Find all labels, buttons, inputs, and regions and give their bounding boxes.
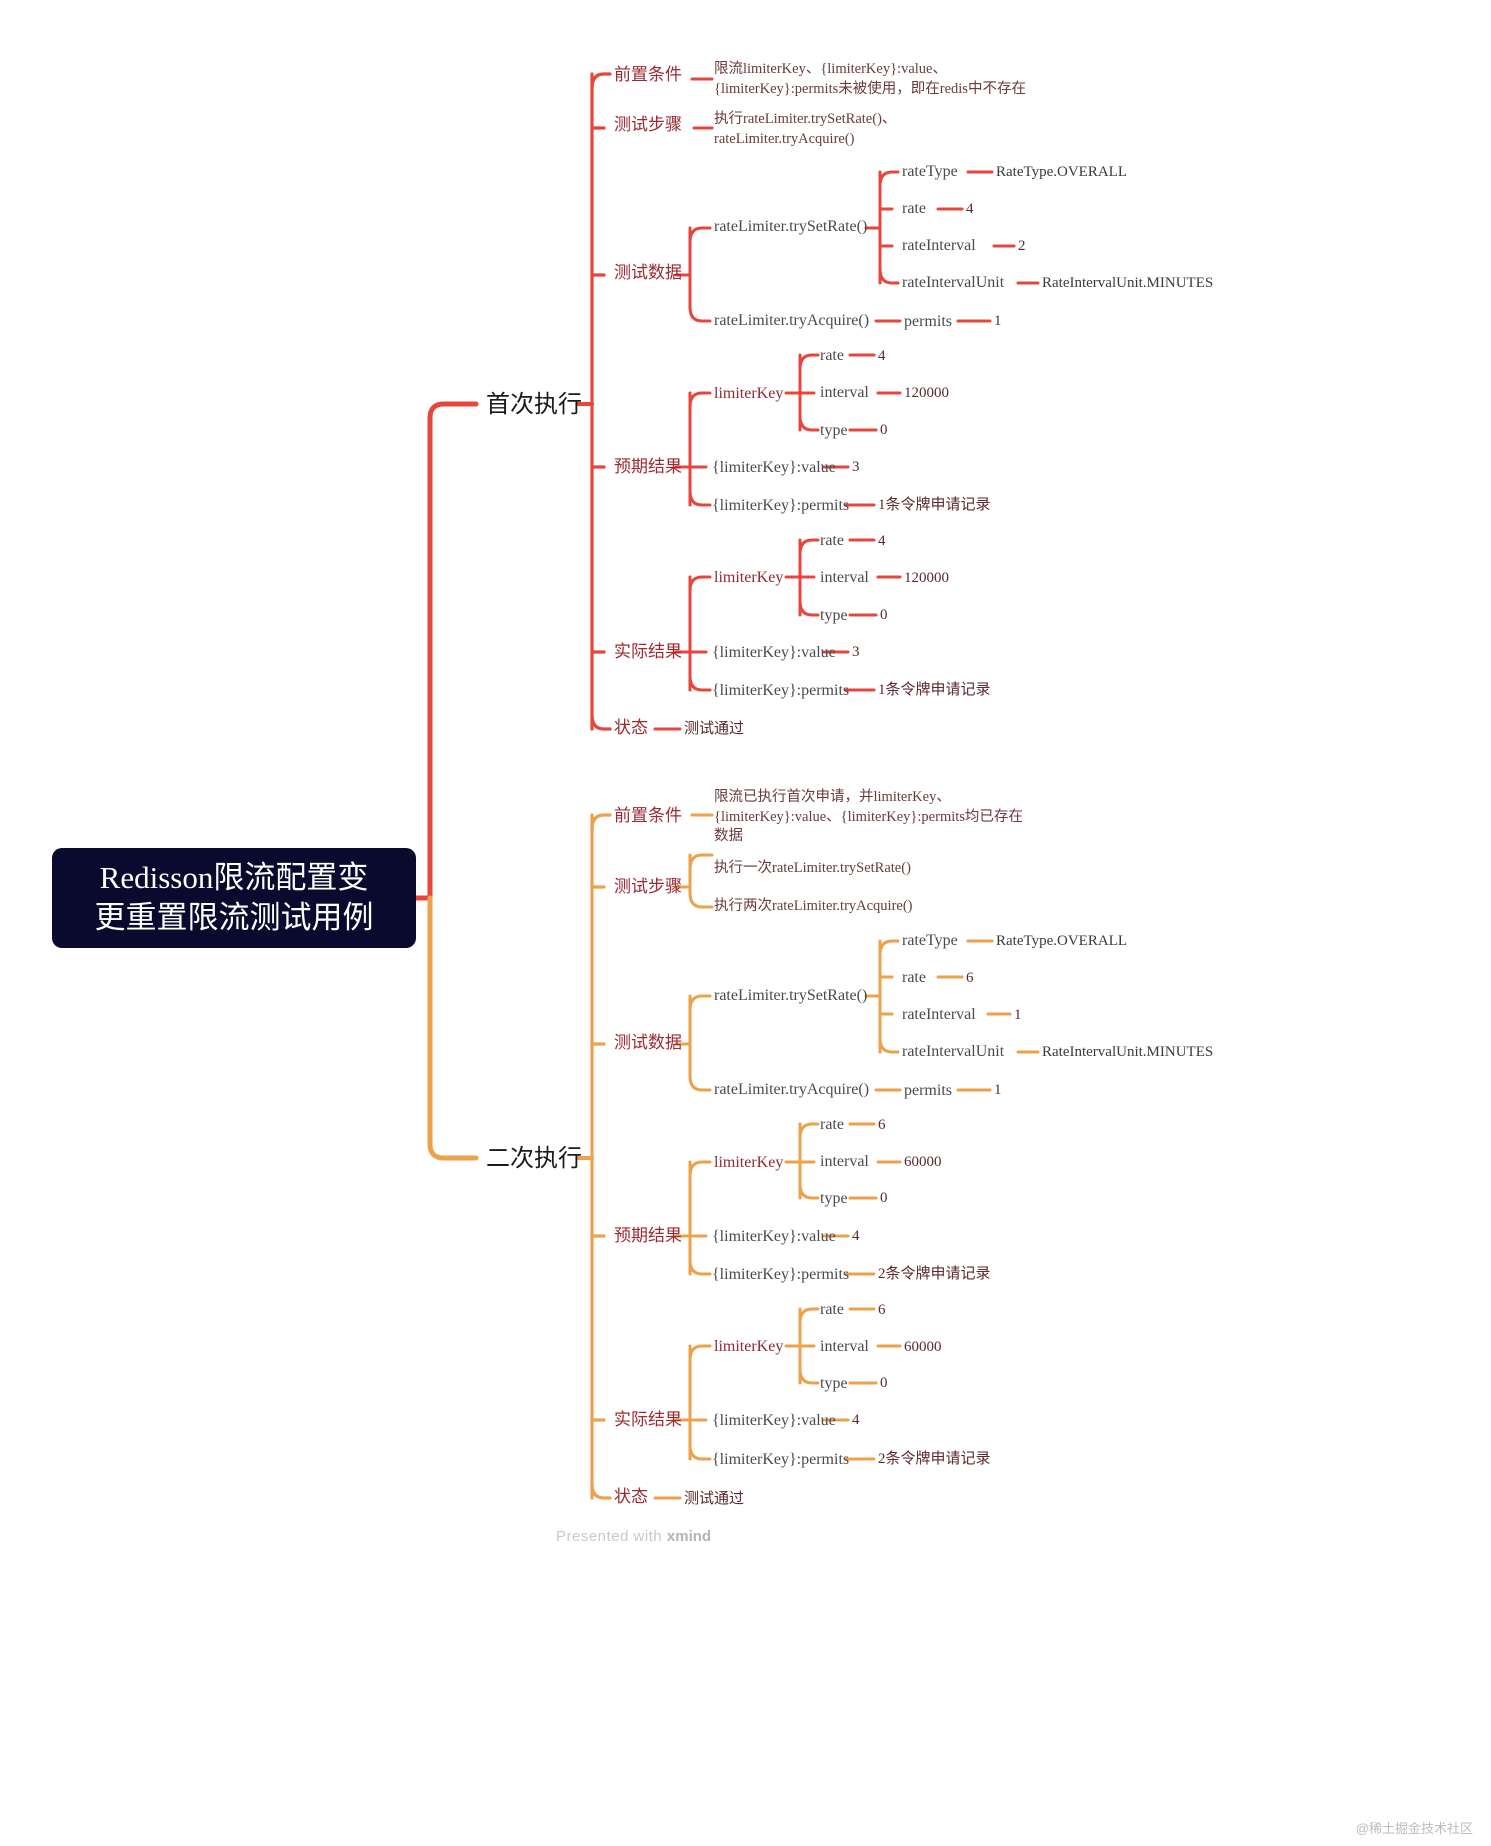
branch-title-second-execution[interactable]: 二次执行 [486, 1145, 582, 1172]
param-permits-second: permits [904, 1082, 952, 1099]
node-actual-limiterkey-first[interactable]: limiterKey [714, 569, 784, 586]
node-actual-permits-second[interactable]: {limiterKey}:permits [712, 1451, 850, 1468]
value-actual-rate-second: 6 [878, 1302, 886, 1318]
text-test-step-2-second: 执行两次rateLimiter.tryAcquire() [714, 898, 913, 914]
root-title-line1: Redisson限流配置变 [99, 859, 369, 895]
value-expected-type-second: 0 [880, 1190, 888, 1206]
value-expected-permits-second: 2条令牌申请记录 [878, 1266, 991, 1282]
label-expected-first[interactable]: 预期结果 [614, 457, 682, 476]
node-tryacquire-first[interactable]: rateLimiter.tryAcquire() [714, 312, 870, 329]
node-expected-value-second[interactable]: {limiterKey}:value [712, 1228, 836, 1245]
value-expected-rate-second: 6 [878, 1117, 886, 1133]
value-expected-type-first: 0 [880, 422, 888, 438]
node-expected-limiterkey-second[interactable]: limiterKey [714, 1154, 784, 1171]
branch-title-first-execution[interactable]: 首次执行 [486, 391, 582, 418]
value-ratetype-first: RateType.OVERALL [996, 164, 1128, 180]
value-actual-rate-first: 4 [878, 533, 886, 549]
value-expected-interval-second: 60000 [904, 1154, 942, 1170]
label-test-data-second[interactable]: 测试数据 [614, 1033, 682, 1052]
param-rateintervalunit-second: rateIntervalUnit [902, 1043, 1005, 1060]
value-actual-interval-second: 60000 [904, 1339, 942, 1355]
field-expected-interval-second: interval [820, 1153, 869, 1170]
value-rateinterval-first: 2 [1018, 238, 1026, 254]
value-actual-permits-first: 1条令牌申请记录 [878, 682, 991, 698]
field-actual-interval-second: interval [820, 1338, 869, 1355]
param-ratetype-first: rateType [902, 163, 958, 180]
value-status-first: 测试通过 [684, 721, 745, 737]
value-actual-interval-first: 120000 [904, 570, 949, 586]
node-expected-permits-second[interactable]: {limiterKey}:permits [712, 1266, 850, 1283]
value-rateinterval-second: 1 [1014, 1007, 1022, 1023]
xmind-attribution: Presented with xmind [556, 1528, 711, 1545]
value-actual-value-second: 4 [852, 1412, 860, 1428]
field-actual-type-second: type [820, 1375, 848, 1392]
field-actual-rate-second: rate [820, 1301, 844, 1318]
node-expected-limiterkey-first[interactable]: limiterKey [714, 385, 784, 402]
param-rateintervalunit-first: rateIntervalUnit [902, 274, 1005, 291]
value-expected-value-first: 3 [852, 459, 860, 475]
value-rateintervalunit-second: RateIntervalUnit.MINUTES [1042, 1044, 1214, 1060]
text-precondition-first: 限流limiterKey、{limiterKey}:value、{limiter… [714, 61, 1026, 97]
value-expected-permits-first: 1条令牌申请记录 [878, 497, 991, 513]
value-expected-rate-first: 4 [878, 348, 886, 364]
value-rateintervalunit-first: RateIntervalUnit.MINUTES [1042, 275, 1214, 291]
node-expected-permits-first[interactable]: {limiterKey}:permits [712, 497, 850, 514]
value-actual-type-first: 0 [880, 607, 888, 623]
value-ratetype-second: RateType.OVERALL [996, 933, 1128, 949]
label-precondition-second[interactable]: 前置条件 [614, 806, 682, 825]
node-trysetrate-first[interactable]: rateLimiter.trySetRate() [714, 218, 868, 235]
label-test-data-first[interactable]: 测试数据 [614, 263, 682, 282]
xmind-brand: xmind [666, 1528, 712, 1545]
field-expected-type-first: type [820, 422, 848, 439]
xmind-attribution-text: Presented with [556, 1528, 667, 1545]
param-permits-first: permits [904, 313, 952, 330]
param-ratetype-second: rateType [902, 932, 958, 949]
label-status-second[interactable]: 状态 [614, 1487, 648, 1506]
label-precondition-first[interactable]: 前置条件 [614, 65, 682, 84]
root-title-line2: 更重置限流测试用例 [94, 900, 374, 935]
field-expected-interval-first: interval [820, 384, 869, 401]
text-test-steps-first: 执行rateLimiter.trySetRate()、rateLimiter.t… [714, 111, 897, 147]
param-rate-first: rate [902, 200, 926, 217]
param-rateinterval-first: rateInterval [902, 237, 976, 254]
param-rate-second: rate [902, 969, 926, 986]
label-expected-second[interactable]: 预期结果 [614, 1226, 682, 1245]
value-status-second: 测试通过 [684, 1491, 745, 1507]
text-precondition-second: 限流已执行首次申请，并limiterKey、{limiterKey}:value… [714, 789, 1023, 845]
field-expected-rate-second: rate [820, 1116, 844, 1133]
label-actual-first[interactable]: 实际结果 [614, 642, 682, 661]
node-actual-value-second[interactable]: {limiterKey}:value [712, 1412, 836, 1429]
value-expected-interval-first: 120000 [904, 385, 949, 401]
value-rate-first: 4 [966, 201, 974, 217]
node-actual-permits-first[interactable]: {limiterKey}:permits [712, 682, 850, 699]
value-expected-value-second: 4 [852, 1228, 860, 1244]
param-rateinterval-second: rateInterval [902, 1006, 976, 1023]
root-node[interactable]: Redisson限流配置变 更重置限流测试用例 [52, 848, 416, 948]
label-status-first[interactable]: 状态 [614, 718, 648, 737]
value-permits-first: 1 [994, 313, 1002, 329]
label-test-steps-second[interactable]: 测试步骤 [614, 877, 682, 896]
text-test-step-1-second: 执行一次rateLimiter.trySetRate() [714, 860, 911, 876]
value-rate-second: 6 [966, 970, 974, 986]
field-expected-type-second: type [820, 1190, 848, 1207]
node-actual-limiterkey-second[interactable]: limiterKey [714, 1338, 784, 1355]
node-actual-value-first[interactable]: {limiterKey}:value [712, 644, 836, 661]
field-actual-interval-first: interval [820, 569, 869, 586]
node-tryacquire-second[interactable]: rateLimiter.tryAcquire() [714, 1081, 870, 1098]
value-actual-permits-second: 2条令牌申请记录 [878, 1451, 991, 1467]
field-actual-rate-first: rate [820, 532, 844, 549]
field-actual-type-first: type [820, 607, 848, 624]
label-test-steps-first[interactable]: 测试步骤 [614, 115, 682, 134]
node-expected-value-first[interactable]: {limiterKey}:value [712, 459, 836, 476]
value-actual-value-first: 3 [852, 644, 860, 660]
node-trysetrate-second[interactable]: rateLimiter.trySetRate() [714, 987, 868, 1004]
label-actual-second[interactable]: 实际结果 [614, 1410, 682, 1429]
value-actual-type-second: 0 [880, 1375, 888, 1391]
community-watermark: @稀土掘金技术社区 [1355, 1821, 1473, 1836]
value-permits-second: 1 [994, 1082, 1002, 1098]
field-expected-rate-first: rate [820, 347, 844, 364]
